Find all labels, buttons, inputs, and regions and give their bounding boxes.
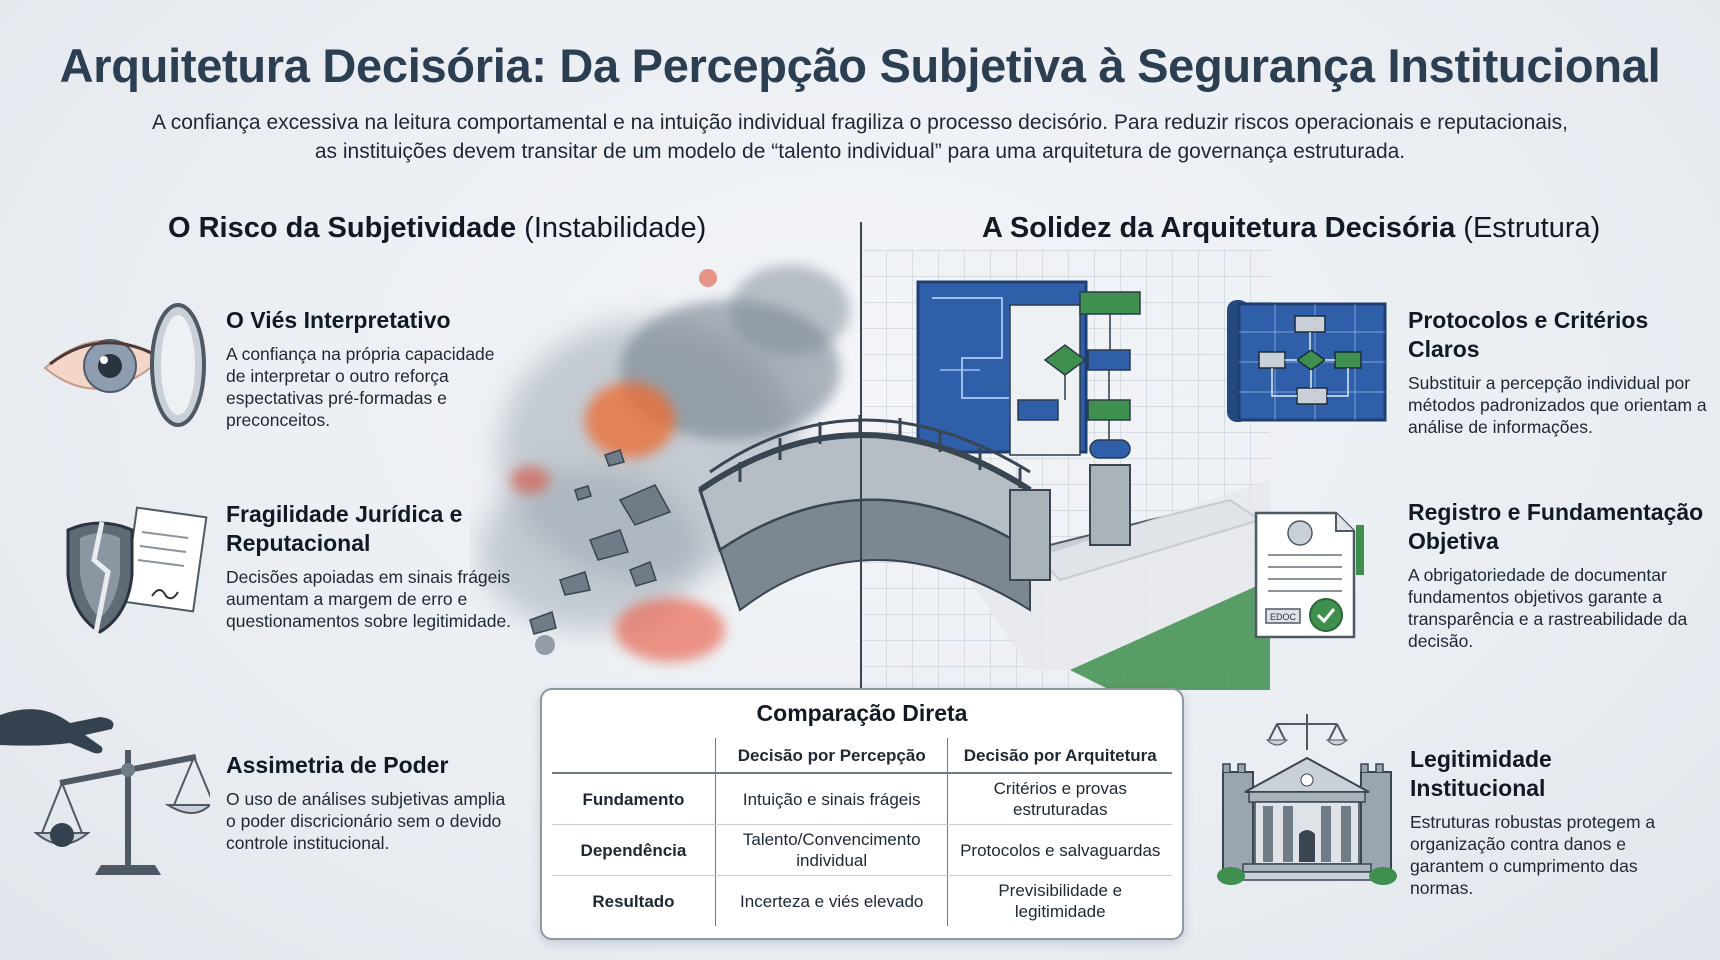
right-item-3: Legitimidade Institucional Estruturas ro… xyxy=(1410,745,1700,899)
flowchart-diagram xyxy=(1017,291,1141,459)
table-row: Fundamento Intuição e sinais frágeis Cri… xyxy=(552,773,1172,825)
comparison-title: Comparação Direta xyxy=(756,700,968,726)
doc-label: EDOC xyxy=(1270,612,1297,622)
comparison-table: Decisão por Percepção Decisão por Arquit… xyxy=(552,738,1172,926)
right-item-2: Registro e Fundamentação Objetiva A obri… xyxy=(1408,498,1708,652)
column-header-empty xyxy=(552,738,716,774)
table-row: Dependência Talento/Convencimento indivi… xyxy=(552,824,1172,876)
right-item-2-desc: A obrigatoriedade de documentar fundamen… xyxy=(1408,565,1688,651)
row-label: Dependência xyxy=(552,824,716,876)
right-heading-bold: A Solidez da Arquitetura Decisória xyxy=(982,212,1456,244)
left-column-heading: O Risco da Subjetividade (Instabilidade) xyxy=(168,212,706,245)
right-item-2-title: Registro e Fundamentação Objetiva xyxy=(1408,499,1704,554)
left-item-1: O Viés Interpretativo A confiança na pró… xyxy=(226,306,516,431)
tilted-scale-icon xyxy=(0,709,210,875)
row-label: Resultado xyxy=(592,891,675,911)
page-subtitle: A confiança excessiva na leitura comport… xyxy=(152,111,1568,163)
cell-perception: Intuição e sinais frágeis xyxy=(714,773,949,825)
table-header-row: Decisão por Percepção Decisão por Arquit… xyxy=(552,738,1172,774)
column-header-perception: Decisão por Percepção xyxy=(714,738,949,774)
column-divider xyxy=(860,222,862,692)
left-heading-light: (Instabilidade) xyxy=(524,212,707,244)
right-heading-light: (Estrutura) xyxy=(1463,212,1601,244)
bridge-broken-to-solid-icon xyxy=(480,250,1270,690)
right-item-3-desc: Estruturas robustas protegem a organizaç… xyxy=(1410,812,1656,898)
comparison-panel: Comparação Direta Decisão por Percepção … xyxy=(540,688,1184,940)
cell-perception: Talento/Convencimento individual xyxy=(714,824,949,876)
right-item-3-title: Legitimidade Institucional xyxy=(1410,746,1552,801)
right-column-heading: A Solidez da Arquitetura Decisória (Estr… xyxy=(982,212,1600,245)
right-item-1-title: Protocolos e Critérios Claros xyxy=(1408,307,1649,362)
cell-architecture: Previsibilidade e legitimidade xyxy=(998,881,1123,921)
left-item-3: Assimetria de Poder O uso de análises su… xyxy=(226,751,516,854)
left-item-2-desc: Decisões apoiadas em sinais frágeis aume… xyxy=(226,567,512,631)
right-item-1: Protocolos e Critérios Claros Substituir… xyxy=(1408,306,1708,438)
left-item-2-title: Fragilidade Jurídica e Reputacional xyxy=(226,501,463,556)
table-row: Resultado Incerteza e viés elevado Previ… xyxy=(552,875,1172,926)
left-item-3-desc: O uso de análises subjetivas amplia o po… xyxy=(226,789,506,853)
left-item-1-desc: A confiança na própria capacidade de int… xyxy=(226,344,495,430)
column-header-architecture: Decisão por Arquitetura xyxy=(947,738,1172,774)
cell-architecture: Protocolos e salvaguardas xyxy=(947,824,1172,876)
left-item-2: Fragilidade Jurídica e Reputacional Deci… xyxy=(226,500,516,632)
institution-building-icon xyxy=(1217,714,1397,885)
page-title: Arquitetura Decisória: Da Percepção Subj… xyxy=(59,39,1661,92)
left-item-1-title: O Viés Interpretativo xyxy=(226,307,451,333)
row-label: Fundamento xyxy=(552,773,716,825)
blueprint-flowchart-icon xyxy=(1227,300,1387,422)
bridge xyxy=(529,415,1270,690)
left-item-3-title: Assimetria de Poder xyxy=(226,752,449,778)
cell-architecture: Critérios e provas estruturadas xyxy=(947,773,1172,825)
eye-mirror-icon xyxy=(43,303,206,427)
certified-document-icon: EDOC xyxy=(1254,511,1364,639)
cell-perception: Incerteza e viés elevado xyxy=(714,875,949,926)
right-item-1-desc: Substituir a percepção individual por mé… xyxy=(1408,373,1707,437)
left-heading-bold: O Risco da Subjetividade xyxy=(168,212,517,244)
broken-shield-icon xyxy=(66,506,208,634)
